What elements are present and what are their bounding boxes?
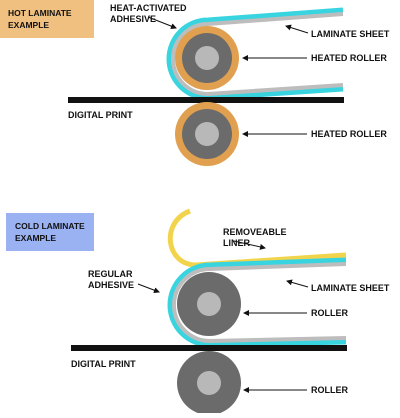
cold-liner-arrow <box>233 240 266 250</box>
hot-laminate-label: LAMINATE SHEET <box>311 29 390 39</box>
cold-badge-line1: COLD LAMINATE <box>15 221 85 231</box>
cold-laminate-section: COLD LAMINATE EXAMPLE REMOVEABLE LINER R… <box>6 208 390 415</box>
cold-laminate-label: LAMINATE SHEET <box>311 283 390 293</box>
hot-digital-print-bar <box>68 97 344 103</box>
hot-badge-line1: HOT LAMINATE <box>8 8 72 18</box>
cold-badge <box>6 213 94 251</box>
cold-digital-print-bar <box>71 345 347 351</box>
cold-bottom-roller-hub <box>197 371 221 395</box>
hot-adhesive-label-line1: HEAT-ACTIVATED <box>110 3 187 13</box>
hot-bottom-roller-hub <box>195 122 219 146</box>
cold-top-roller-hub <box>197 292 221 316</box>
hot-laminate-section: HOT LAMINATE EXAMPLE HEAT-ACTIVATED ADHE… <box>0 0 390 166</box>
cold-digital-print-label: DIGITAL PRINT <box>71 359 136 369</box>
hot-digital-print-label: DIGITAL PRINT <box>68 110 133 120</box>
cold-adhesive-arrow <box>137 283 160 294</box>
cold-adhesive-layer <box>172 262 347 344</box>
cold-liner-label-line2: LINER <box>223 238 251 248</box>
hot-badge <box>0 0 94 38</box>
hot-adhesive-label-line2: ADHESIVE <box>110 14 156 24</box>
hot-bottom-roller-label: HEATED ROLLER <box>311 129 387 139</box>
hot-laminate-sheet <box>166 7 344 101</box>
hot-adhesive-arrow <box>147 16 177 29</box>
cold-removeable-liner <box>167 208 347 268</box>
cold-laminate-sheet <box>167 257 347 348</box>
cold-bottom-roller-label: ROLLER <box>311 385 348 395</box>
hot-adhesive-layer <box>171 12 344 97</box>
cold-laminate-arrow <box>286 279 309 288</box>
cold-adhesive-label-line1: REGULAR <box>88 269 133 279</box>
cold-badge-line2: EXAMPLE <box>15 233 56 243</box>
hot-badge-line2: EXAMPLE <box>8 20 49 30</box>
cold-top-roller-label: ROLLER <box>311 308 348 318</box>
hot-top-roller-label: HEATED ROLLER <box>311 53 387 63</box>
cold-liner-label-line1: REMOVEABLE <box>223 227 287 237</box>
hot-laminate-arrow <box>285 24 309 34</box>
cold-adhesive-label-line2: ADHESIVE <box>88 280 134 290</box>
hot-top-roller-hub <box>195 46 219 70</box>
